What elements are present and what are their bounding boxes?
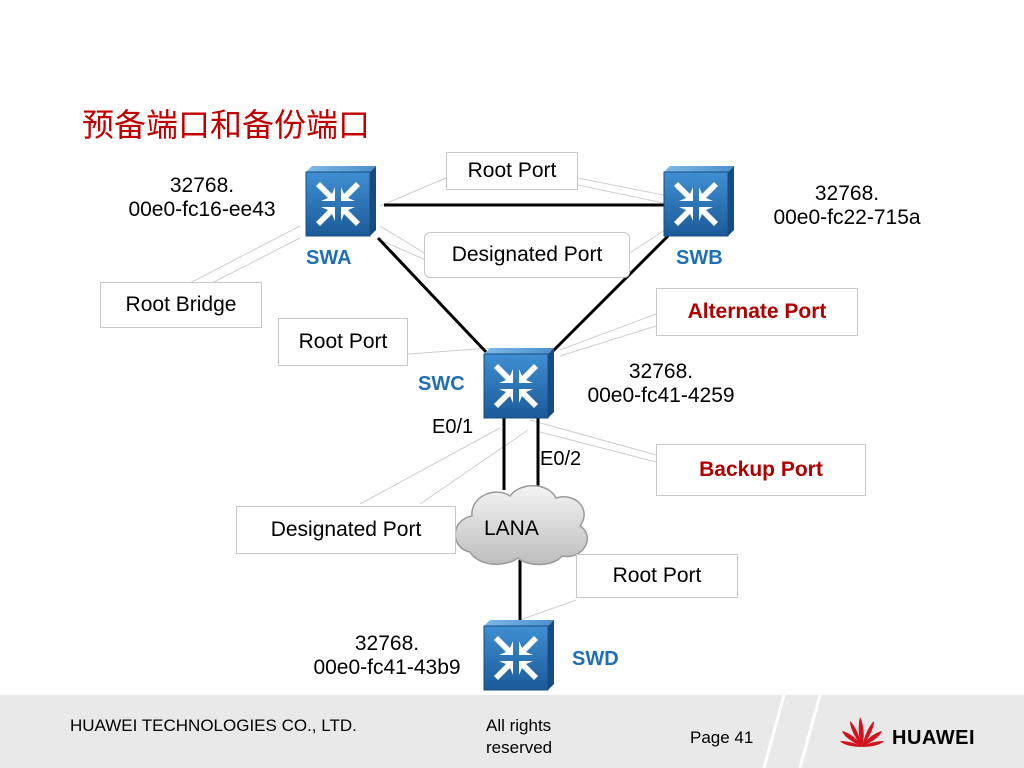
bid-swb: 32768. 00e0-fc22-715a [756,182,938,230]
switch-swa-icon [305,165,377,237]
huawei-logo-text: HUAWEI [892,727,975,749]
bid-swa: 32768. 00e0-fc16-ee43 [112,174,292,222]
switch-swd-label: SWD [572,648,619,670]
footer-page: Page 41 [690,728,754,747]
callout-leaders [187,177,669,621]
bid-swb-mac: 00e0-fc22-715a [773,206,921,229]
bid-swc: 32768. 00e0-fc41-4259 [570,360,752,408]
bid-swd-mac: 00e0-fc41-43b9 [313,656,461,679]
link-swb-swc [550,234,670,354]
switch-swa-label: SWA [306,247,352,269]
bid-swb-priority: 32768. [814,182,880,205]
callout-designated-port-bottom: Designated Port [236,506,456,554]
page-title: 预备端口和备份端口 [82,107,371,143]
callout-designated-port-top: Designated Port [424,232,630,278]
callout-root-port-left: Root Port [278,318,408,366]
switch-swb-icon [663,165,735,237]
links [376,203,670,622]
callout-root-bridge: Root Bridge [100,282,262,328]
bid-swc-priority: 32768. [628,360,694,383]
switch-swc-icon [483,347,555,419]
switch-swb-label: SWB [676,247,723,269]
link-swa-swc [376,236,488,354]
callout-backup-port: Backup Port [656,444,866,496]
switch-swc-label: SWC [418,373,465,395]
bid-swd: 32768. 00e0-fc41-43b9 [296,632,478,680]
footer-separators [762,695,822,768]
callout-alternate-port: Alternate Port [656,288,858,336]
lana-cloud [454,485,589,566]
bid-swa-priority: 32768. [169,174,235,197]
bid-swa-mac: 00e0-fc16-ee43 [128,198,276,221]
footer: HUAWEI TECHNOLOGIES CO., LTD. All rights… [0,695,1024,768]
callout-root-port-bottom: Root Port [576,554,738,598]
port-e02-label: E0/2 [540,448,582,470]
footer-company: HUAWEI TECHNOLOGIES CO., LTD. [70,716,357,735]
callout-root-port-top: Root Port [446,152,578,190]
bid-swc-mac: 00e0-fc41-4259 [587,384,735,407]
huawei-logo-icon [840,717,884,747]
bid-swd-priority: 32768. [354,632,420,655]
lana-label: LANA [484,517,539,540]
switch-swd-icon [483,619,555,691]
port-e01-label: E0/1 [432,416,474,438]
footer-rights: All rights reserved [486,716,553,757]
